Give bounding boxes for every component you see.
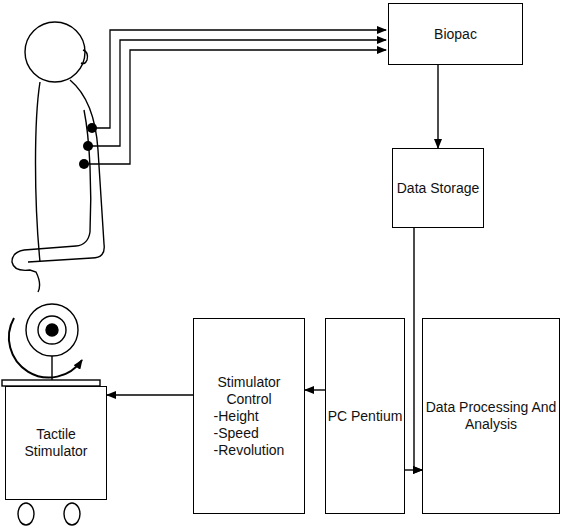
parameter-item: -Height: [214, 408, 259, 425]
seated-person: [12, 22, 104, 292]
flow-arrow: [437, 65, 438, 148]
computer-box: PC Pentium: [325, 318, 405, 514]
box-content: Data Processing And Analysis: [423, 399, 559, 433]
control-box: Stimulator Control-Height-Speed-Revoluti…: [193, 318, 305, 514]
box-label: Biopac: [434, 26, 477, 43]
electrode-wires: [84, 30, 386, 164]
box-label: Data Storage: [397, 180, 480, 197]
storage-box: Data Storage: [392, 148, 484, 228]
parameter-list: -Height-Speed-Revolution: [214, 408, 285, 459]
analysis-box: Data Processing And Analysis: [422, 318, 560, 514]
box-content: PC Pentium: [328, 408, 403, 425]
flow-arrow: [405, 469, 422, 470]
box-content: Data Storage: [397, 180, 480, 197]
rotating-stimulus-wheel: [9, 304, 82, 384]
parameter-item: -Speed: [214, 425, 259, 442]
device-box: Biopac: [388, 3, 523, 65]
box-label: PC Pentium: [328, 408, 403, 425]
box-content: Biopac: [434, 26, 477, 43]
box-label: Data Processing And Analysis: [423, 399, 559, 433]
box-content: Stimulator Control-Height-Speed-Revoluti…: [194, 374, 304, 459]
parameter-item: -Revolution: [214, 442, 285, 459]
electrodes: [79, 123, 97, 169]
flow-arrow: [107, 394, 193, 395]
flow-arrow: [305, 389, 325, 390]
stimulator-box: Tactile Stimulator: [5, 386, 107, 500]
flow-arrow: [414, 228, 422, 470]
box-content: Tactile Stimulator: [6, 426, 106, 460]
box-label: Stimulator Control: [194, 374, 304, 408]
box-label: Tactile Stimulator: [6, 426, 106, 460]
